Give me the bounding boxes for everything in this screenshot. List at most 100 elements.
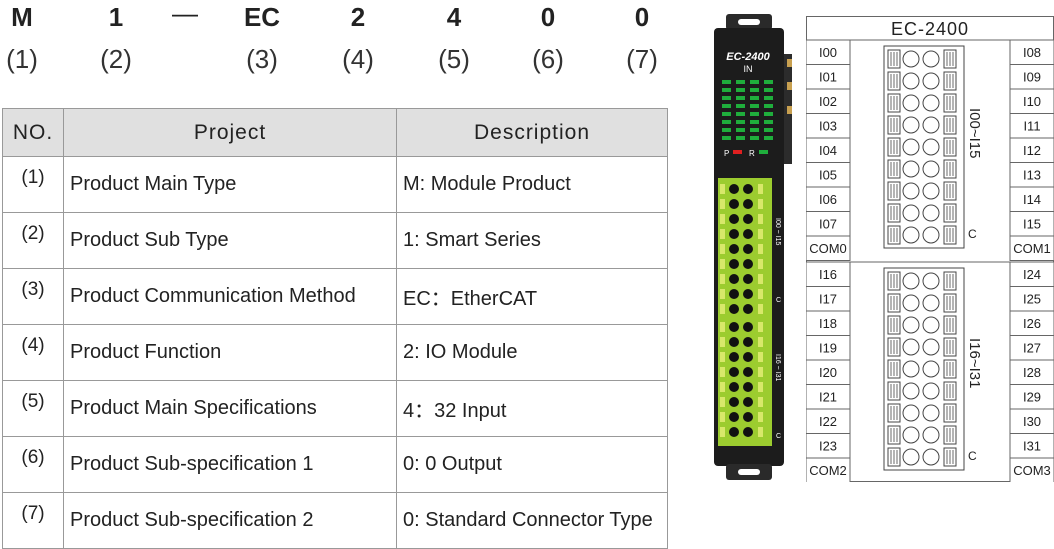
terminal-hole bbox=[743, 367, 753, 377]
terminal-label: I29 bbox=[1023, 390, 1041, 405]
connector-hole bbox=[922, 404, 940, 422]
connector-hole bbox=[902, 116, 920, 134]
terminal-c-bottom: C bbox=[968, 449, 977, 463]
row-project: Product Main Type bbox=[63, 156, 397, 213]
code-index-5: (5) bbox=[438, 44, 470, 74]
connector-hole bbox=[902, 182, 920, 200]
terminal-hole bbox=[729, 199, 739, 209]
terminal-label-cell bbox=[806, 235, 851, 261]
connector-hole bbox=[922, 382, 940, 400]
terminal-hole bbox=[743, 322, 753, 332]
row-no: (2) bbox=[2, 212, 64, 269]
top-bracket-slot bbox=[738, 19, 760, 25]
row-description: 0: 0 Output bbox=[396, 436, 668, 493]
connector-hole bbox=[902, 94, 920, 112]
led bbox=[764, 120, 773, 124]
terminal-label: I20 bbox=[819, 365, 837, 380]
row-project: Product Sub-specification 2 bbox=[63, 492, 397, 549]
terminal-label-cell bbox=[806, 137, 851, 163]
terminal-hole bbox=[743, 229, 753, 239]
terminal-label: I25 bbox=[1023, 292, 1041, 307]
connector-hole bbox=[902, 160, 920, 178]
terminal-label-cell bbox=[806, 457, 851, 482]
spec-table: NO. Project Description (1)Product Main … bbox=[2, 108, 668, 549]
terminal-label: I21 bbox=[819, 390, 837, 405]
terminal-hole bbox=[729, 214, 739, 224]
row-no: (7) bbox=[2, 492, 64, 549]
terminal-label: I31 bbox=[1023, 439, 1041, 454]
led bbox=[750, 112, 759, 116]
terminal-label-cell bbox=[1009, 39, 1054, 65]
code-index-4: (4) bbox=[342, 44, 374, 74]
row-project: Product Function bbox=[63, 324, 397, 381]
release-tab bbox=[758, 322, 763, 332]
release-tab bbox=[758, 244, 763, 254]
connector-hole bbox=[922, 272, 940, 290]
model-code: M 1 — EC 2 4 0 0 (1) (2) (3) (4) (5) (6)… bbox=[0, 0, 680, 90]
connector-hole bbox=[922, 160, 940, 178]
connector-hole bbox=[922, 448, 940, 466]
side-contacts bbox=[787, 59, 792, 114]
release-tab bbox=[720, 244, 725, 254]
release-tab bbox=[720, 289, 725, 299]
terminal-label-cell bbox=[1009, 408, 1054, 434]
row-project: Product Sub Type bbox=[63, 212, 397, 269]
terminal-label: COM3 bbox=[1013, 463, 1051, 478]
terminal-label: I18 bbox=[819, 316, 837, 331]
code-letter-7: 0 bbox=[634, 2, 650, 32]
terminal-hole bbox=[743, 337, 753, 347]
terminal-label: COM2 bbox=[809, 463, 847, 478]
led bbox=[736, 120, 745, 124]
code-index-1: (1) bbox=[6, 44, 38, 74]
led bbox=[764, 112, 773, 116]
terminal-label-cell bbox=[806, 310, 851, 336]
terminal-label-cell bbox=[806, 433, 851, 459]
terminal-label-cell bbox=[806, 261, 851, 287]
connector-outline bbox=[883, 267, 965, 471]
row-project: Product Communication Method bbox=[63, 268, 397, 325]
terminal-label-cell bbox=[806, 162, 851, 188]
terminal-label: I30 bbox=[1023, 414, 1041, 429]
led bbox=[736, 104, 745, 108]
terminal-hole bbox=[729, 229, 739, 239]
run-led bbox=[759, 150, 768, 154]
terminal-label-cell bbox=[1009, 88, 1054, 114]
terminal-label: I23 bbox=[819, 439, 837, 454]
module-p-label: P bbox=[724, 149, 729, 158]
connector-hole bbox=[922, 138, 940, 156]
terminal-diagram: EC-2400 I00I01I02I03I04I05I06I07COM0I08I… bbox=[806, 16, 1054, 482]
terminal-holes bbox=[720, 184, 763, 437]
terminal-label-cell bbox=[806, 64, 851, 90]
code-index-2: (2) bbox=[100, 44, 132, 74]
module-model-label: EC-2400 bbox=[726, 51, 770, 63]
row-description: 0: Standard Connector Type bbox=[396, 492, 668, 549]
release-tab bbox=[720, 397, 725, 407]
led bbox=[722, 112, 731, 116]
connector-hole bbox=[922, 116, 940, 134]
terminal-label: I09 bbox=[1023, 70, 1041, 85]
connector-hole bbox=[902, 226, 920, 244]
led bbox=[722, 88, 731, 92]
led bbox=[722, 120, 731, 124]
code-index-7: (7) bbox=[626, 44, 658, 74]
terminal-hole bbox=[743, 412, 753, 422]
terminal-label: I22 bbox=[819, 414, 837, 429]
terminal-block-bottom bbox=[718, 316, 772, 446]
row-description: 1: Smart Series bbox=[396, 212, 668, 269]
release-tab bbox=[758, 184, 763, 194]
terminal-label: I01 bbox=[819, 70, 837, 85]
terminal-hole bbox=[729, 352, 739, 362]
terminal-label-cell bbox=[806, 186, 851, 212]
led bbox=[750, 104, 759, 108]
terminal-label: I02 bbox=[819, 94, 837, 109]
led bbox=[764, 80, 773, 84]
connector-hole bbox=[922, 72, 940, 90]
terminal-label: I15 bbox=[1023, 217, 1041, 232]
row-no: (5) bbox=[2, 380, 64, 437]
terminal-hole bbox=[729, 259, 739, 269]
terminal-label: I14 bbox=[1023, 192, 1041, 207]
connector-hole bbox=[902, 316, 920, 334]
connector-hole bbox=[902, 138, 920, 156]
led bbox=[750, 88, 759, 92]
